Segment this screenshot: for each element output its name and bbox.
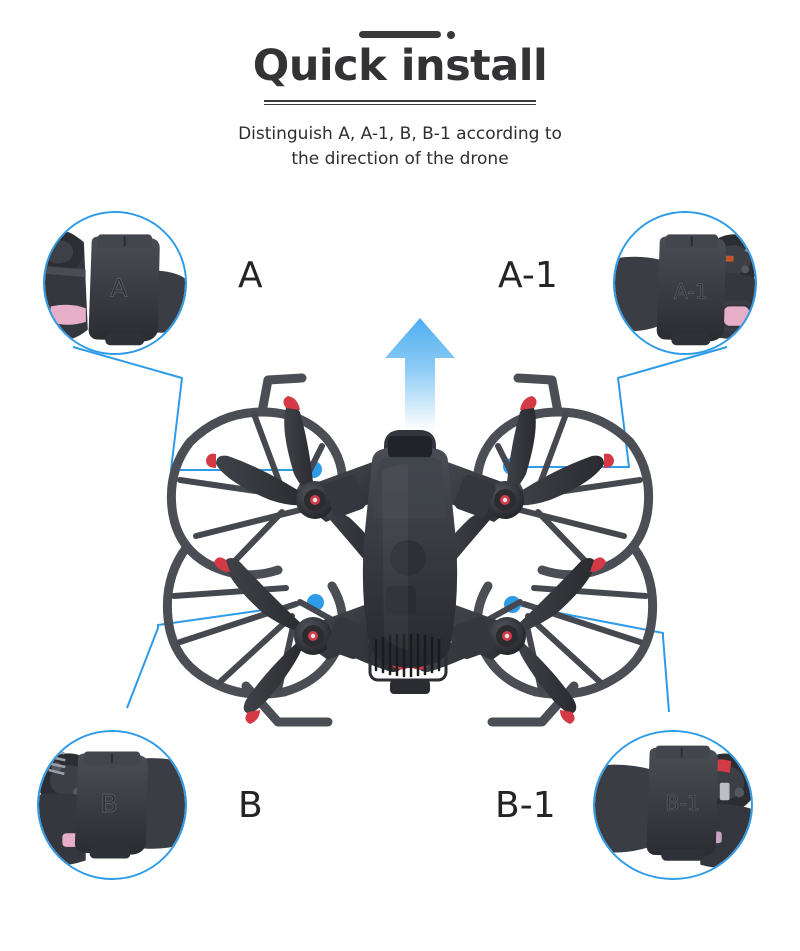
ventilation-grille	[374, 633, 441, 678]
callout-label-a1: A-1	[498, 255, 558, 296]
guard-post-front-left	[257, 373, 307, 417]
callout-photo-b: B	[39, 732, 185, 878]
subtitle-line-1: Distinguish A, A-1, B, B-1 according to	[238, 124, 562, 144]
callout-label-b: B	[238, 785, 263, 826]
callout-circle-a1[interactable]: A-1	[613, 211, 757, 355]
drone-top-view-illustration	[162, 373, 658, 727]
propeller-front-right	[434, 396, 614, 574]
title-ornament-dot	[447, 31, 455, 39]
propeller-front-left	[206, 396, 386, 574]
guard-clip-a	[324, 474, 366, 518]
guard-post-front-right	[513, 373, 563, 417]
callout-label-a: A	[238, 255, 263, 296]
callout-photo-a1: A-1	[615, 213, 755, 353]
embossed-marking-b1: B-1	[666, 791, 700, 815]
embossed-marking-a: A	[110, 274, 128, 303]
guard-clip-b	[326, 616, 368, 660]
battery-latch	[390, 540, 426, 576]
title-underline	[264, 100, 536, 106]
callout-circle-b1[interactable]: B-1	[593, 730, 753, 880]
camera-window	[388, 436, 432, 458]
title-ornament-bar	[359, 31, 441, 38]
callout-photo-a: A	[45, 213, 185, 353]
guard-clip-a1	[454, 474, 496, 518]
rear-skid	[390, 680, 430, 694]
callout-label-b1: B-1	[495, 785, 556, 826]
subtitle-line-2: the direction of the drone	[291, 148, 509, 169]
forward-direction-arrow-icon	[385, 318, 455, 430]
callout-circle-b[interactable]: B	[37, 730, 187, 880]
page-subtitle: Distinguish A, A-1, B, B-1 according to …	[100, 122, 700, 171]
callout-circle-a[interactable]: A	[43, 211, 187, 355]
guard-clip-b1	[452, 616, 494, 660]
embossed-marking-a1: A-1	[674, 280, 708, 304]
callout-photo-b1: B-1	[595, 732, 751, 878]
embossed-marking-b: B	[100, 789, 117, 818]
drone-body	[362, 430, 458, 694]
page-title: Quick install	[252, 41, 548, 91]
